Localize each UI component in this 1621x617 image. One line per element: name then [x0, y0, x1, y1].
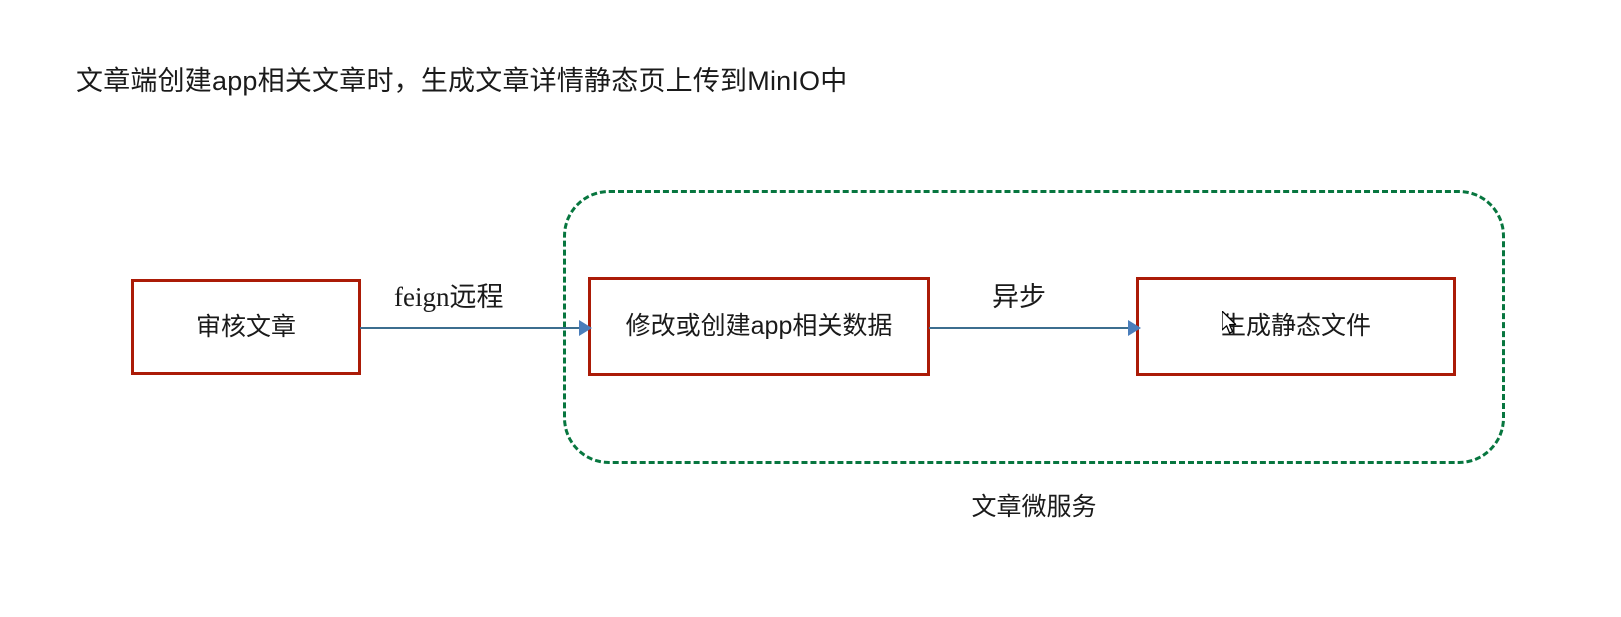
arrow-async [929, 320, 1141, 336]
process-box-staticfile-label: 生成静态文件 [1220, 312, 1371, 340]
process-box-staticfile[interactable]: 生成静态文件 [1136, 277, 1456, 376]
arrow-feign [360, 320, 592, 336]
arrow-async-label: 异步 [992, 282, 1046, 312]
process-box-review[interactable]: 审核文章 [131, 279, 361, 375]
process-box-review-label: 审核文章 [195, 312, 296, 341]
page-title: 文章端创建app相关文章时，生成文章详情静态页上传到MinIO中 [76, 66, 848, 96]
service-boundary-label: 文章微服务 [971, 493, 1097, 521]
process-box-appdata[interactable]: 修改或创建app相关数据 [588, 277, 930, 376]
arrow-feign-label: feign远程 [394, 282, 504, 312]
process-box-appdata-label: 修改或创建app相关数据 [625, 312, 893, 340]
